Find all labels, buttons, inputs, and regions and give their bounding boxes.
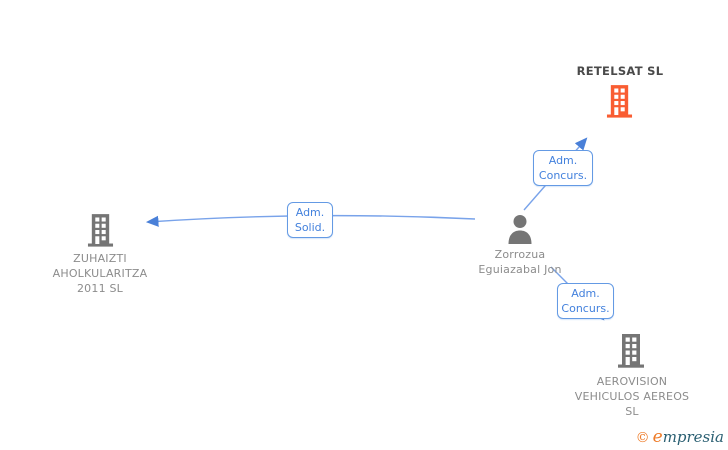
- node-label-retelsat[interactable]: RETELSAT SL: [576, 64, 664, 78]
- person-icon[interactable]: [507, 214, 533, 248]
- building-icon[interactable]: [87, 214, 114, 251]
- brand-initial: e: [652, 427, 663, 447]
- copyright-icon: ©: [635, 430, 650, 446]
- edge-label-adm-concurs-top: Adm. Concurs.: [533, 150, 593, 186]
- node-label-zuhaizti[interactable]: ZUHAIZTI AHOLKULARITZA 2011 SL: [52, 252, 148, 295]
- building-icon[interactable]: [616, 334, 646, 372]
- node-label-aerovision[interactable]: AEROVISION VEHICULOS AEREOS SL: [574, 375, 690, 418]
- edge-label-adm-concurs-bottom: Adm. Concurs.: [557, 283, 614, 319]
- node-label-person[interactable]: Zorrozua Eguiazabal Jon: [478, 248, 562, 276]
- edge-label-adm-solid: Adm. Solid.: [287, 202, 333, 238]
- brand-name: mpresia: [662, 428, 724, 446]
- building-icon[interactable]: [606, 85, 633, 122]
- brand-watermark: ©empresia: [636, 428, 724, 447]
